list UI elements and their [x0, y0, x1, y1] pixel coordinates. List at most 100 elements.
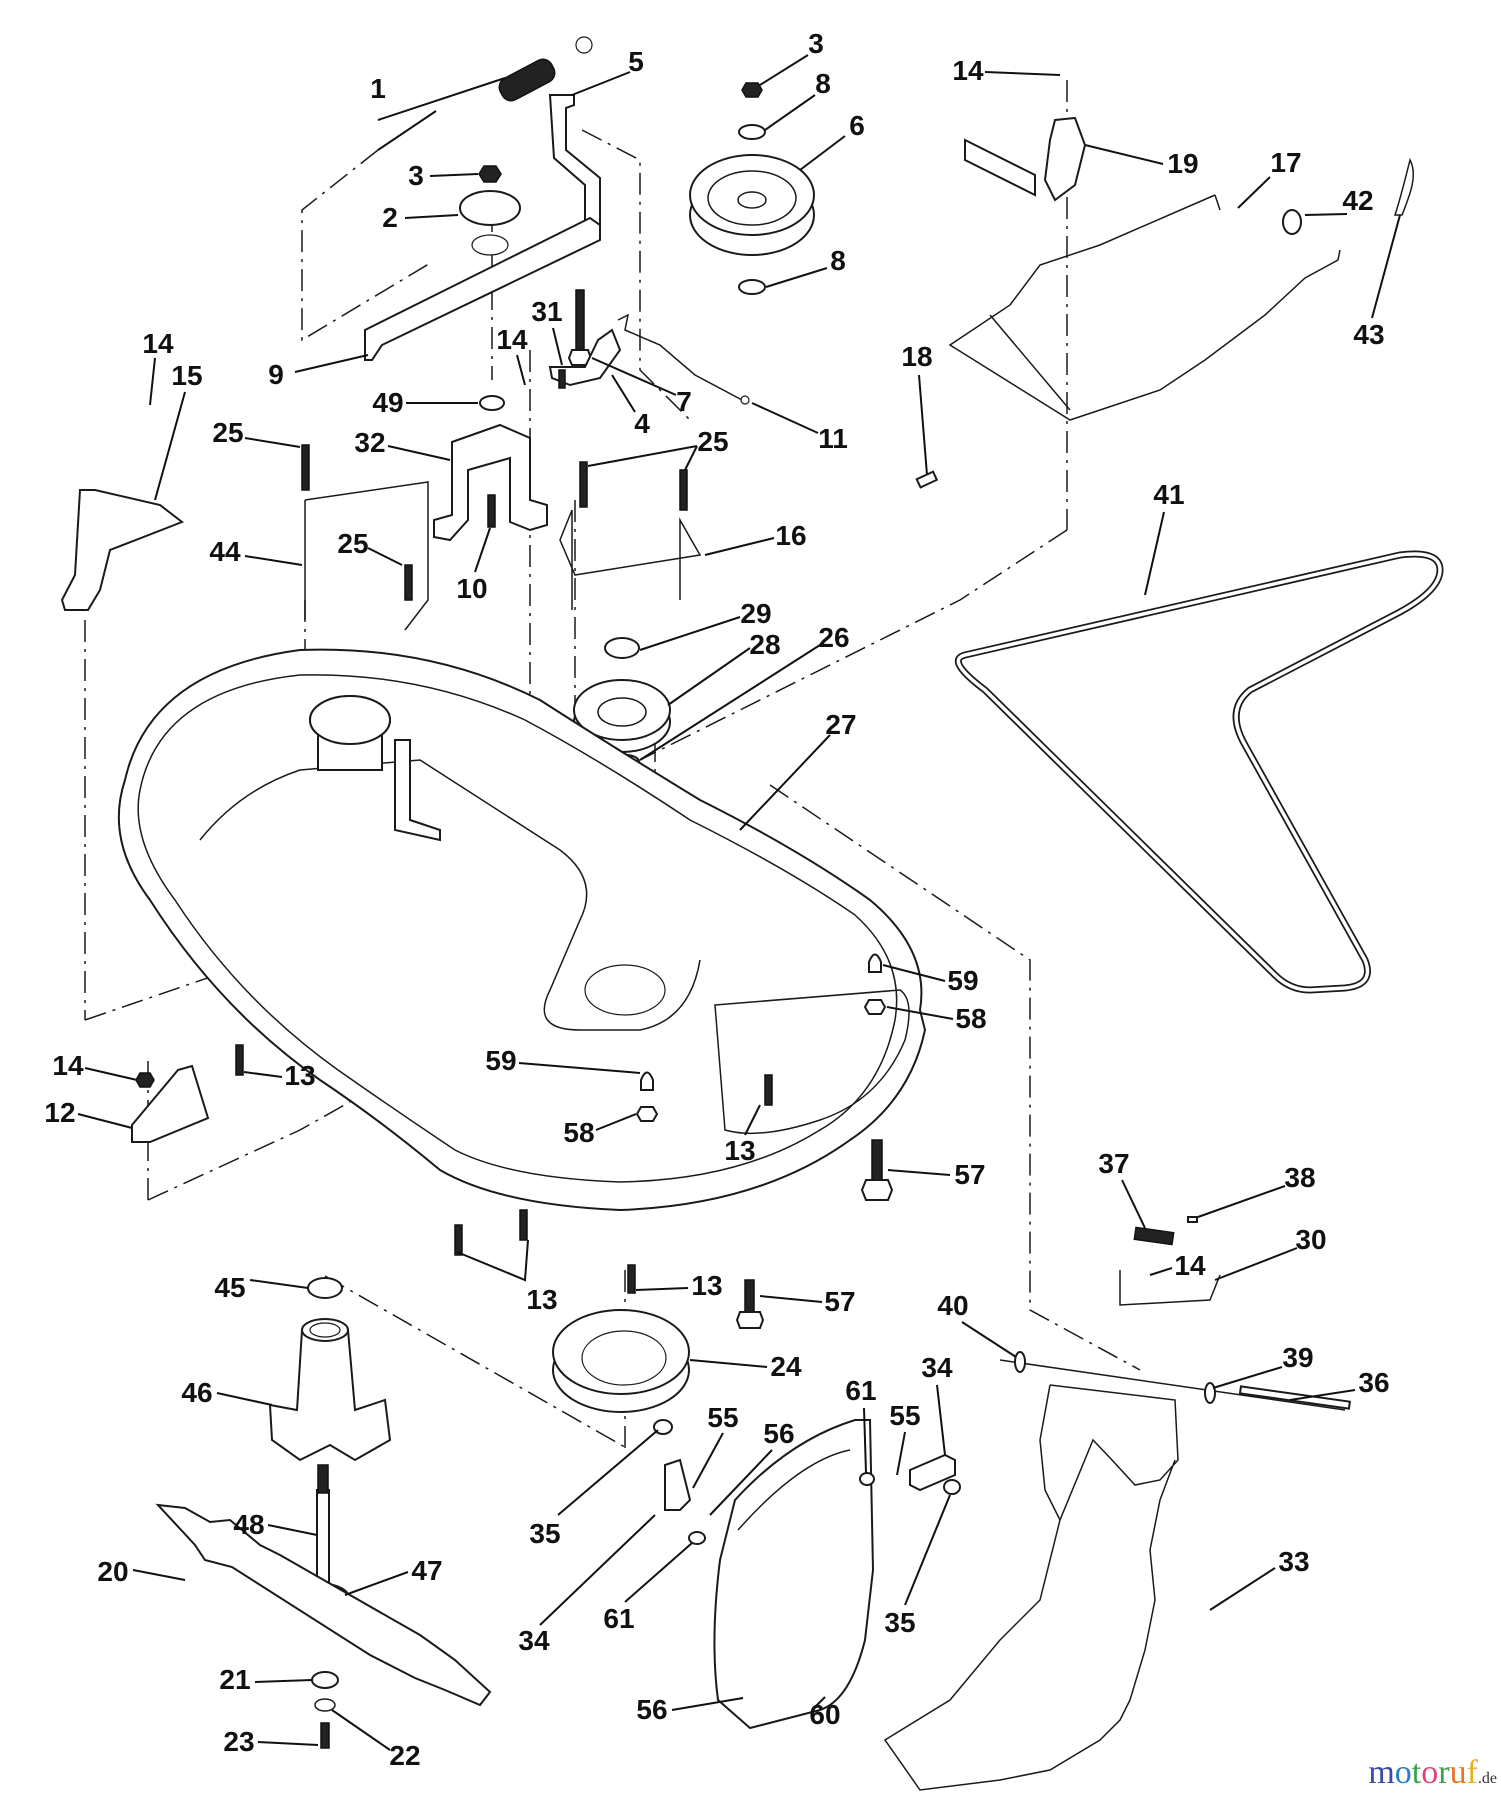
callout-35[interactable]: 35	[884, 1607, 916, 1638]
callout-14[interactable]: 14	[52, 1050, 84, 1081]
callout-14[interactable]: 14	[1174, 1250, 1206, 1281]
callout-2[interactable]: 2	[382, 202, 398, 233]
callout-56[interactable]: 56	[636, 1694, 668, 1725]
callout-22[interactable]: 22	[389, 1740, 421, 1771]
callout-27[interactable]: 27	[825, 709, 857, 740]
callout-13[interactable]: 13	[526, 1284, 558, 1315]
callout-26[interactable]: 26	[818, 622, 850, 653]
callout-17[interactable]: 17	[1270, 147, 1302, 178]
part-40-washer	[1014, 1351, 1026, 1373]
callout-38[interactable]: 38	[1284, 1162, 1316, 1193]
part-23-bolt	[320, 1722, 330, 1749]
callout-46[interactable]: 46	[181, 1377, 213, 1408]
part-38-pin	[1187, 1216, 1198, 1223]
watermark-letter: t	[1411, 1754, 1422, 1791]
callout-49[interactable]: 49	[372, 387, 404, 418]
callout-10[interactable]: 10	[456, 573, 488, 604]
callout-56[interactable]: 56	[763, 1418, 795, 1449]
part-32-bracket	[433, 423, 548, 542]
part-39-washer	[1204, 1382, 1216, 1404]
callout-1[interactable]: 1	[370, 73, 386, 104]
callout-8[interactable]: 8	[815, 68, 831, 99]
part-18-pin	[915, 470, 939, 489]
part-44-belt-guard	[304, 481, 429, 631]
callout-12[interactable]: 12	[44, 1097, 76, 1128]
callout-58[interactable]: 58	[563, 1117, 595, 1148]
callout-30[interactable]: 30	[1295, 1224, 1327, 1255]
callout-leader-lines	[77, 54, 1401, 1751]
callout-13[interactable]: 13	[724, 1135, 756, 1166]
callout-36[interactable]: 36	[1358, 1367, 1390, 1398]
callout-59[interactable]: 59	[947, 965, 979, 996]
callout-32[interactable]: 32	[354, 427, 386, 458]
callout-14[interactable]: 14	[142, 328, 174, 359]
callout-29[interactable]: 29	[740, 598, 772, 629]
callout-19[interactable]: 19	[1167, 148, 1199, 179]
part-61-washer	[859, 1472, 875, 1486]
callout-48[interactable]: 48	[233, 1509, 265, 1540]
part-12-bracket	[131, 1064, 210, 1143]
callout-7[interactable]: 7	[676, 386, 692, 417]
callout-34[interactable]: 34	[518, 1625, 550, 1656]
callout-15[interactable]: 15	[171, 360, 203, 391]
callout-21[interactable]: 21	[219, 1664, 251, 1695]
callout-61[interactable]: 61	[845, 1375, 877, 1406]
callout-60[interactable]: 60	[809, 1699, 841, 1730]
callout-25[interactable]: 25	[697, 426, 729, 457]
callout-3[interactable]: 3	[808, 28, 824, 59]
callout-9[interactable]: 9	[268, 359, 284, 390]
callout-57[interactable]: 57	[824, 1286, 856, 1317]
callout-18[interactable]: 18	[901, 341, 933, 372]
callout-4[interactable]: 4	[634, 408, 650, 439]
callout-24[interactable]: 24	[770, 1351, 802, 1382]
callout-57[interactable]: 57	[954, 1159, 986, 1190]
callout-59[interactable]: 59	[485, 1045, 517, 1076]
part-57-bolt	[860, 1139, 894, 1201]
part-25-bolt	[579, 461, 588, 508]
callout-3[interactable]: 3	[408, 160, 424, 191]
callout-28[interactable]: 28	[749, 629, 781, 660]
callout-13[interactable]: 13	[691, 1270, 723, 1301]
callout-25[interactable]: 25	[212, 417, 244, 448]
callout-25[interactable]: 25	[337, 528, 369, 559]
part-5-lever	[548, 94, 601, 237]
callout-55[interactable]: 55	[889, 1400, 921, 1431]
part-11-rod	[617, 313, 743, 401]
part-41-belt	[954, 550, 1444, 994]
part-9-idler-arm	[364, 216, 601, 361]
part-61-washer	[688, 1531, 706, 1545]
callout-40[interactable]: 40	[937, 1290, 969, 1321]
callout-47[interactable]: 47	[411, 1555, 443, 1586]
callout-13[interactable]: 13	[284, 1060, 316, 1091]
part-22-washer	[314, 1698, 336, 1712]
callout-44[interactable]: 44	[209, 536, 241, 567]
callout-14[interactable]: 14	[952, 55, 984, 86]
callout-39[interactable]: 39	[1282, 1342, 1314, 1373]
callout-55[interactable]: 55	[707, 1402, 739, 1433]
callout-31[interactable]: 31	[531, 296, 563, 327]
callout-35[interactable]: 35	[529, 1518, 561, 1549]
callout-14[interactable]: 14	[496, 324, 528, 355]
callout-20[interactable]: 20	[97, 1556, 129, 1587]
callout-45[interactable]: 45	[214, 1272, 246, 1303]
callout-42[interactable]: 42	[1342, 185, 1374, 216]
part-34-link	[664, 1458, 692, 1511]
part-17-bail	[948, 194, 1341, 421]
callout-6[interactable]: 6	[849, 110, 865, 141]
part-3-nut	[478, 165, 502, 183]
callout-61[interactable]: 61	[603, 1603, 635, 1634]
callout-58[interactable]: 58	[955, 1003, 987, 1034]
callout-41[interactable]: 41	[1153, 479, 1185, 510]
callout-8[interactable]: 8	[830, 245, 846, 276]
callout-16[interactable]: 16	[775, 520, 807, 551]
callout-23[interactable]: 23	[223, 1726, 255, 1757]
callout-33[interactable]: 33	[1278, 1546, 1310, 1577]
callout-37[interactable]: 37	[1098, 1148, 1130, 1179]
callout-11[interactable]: 11	[818, 423, 848, 454]
watermark-letter: r	[1438, 1754, 1450, 1791]
callout-43[interactable]: 43	[1353, 319, 1385, 350]
callout-34[interactable]: 34	[921, 1352, 953, 1383]
part-2-washer	[459, 190, 521, 226]
callout-5[interactable]: 5	[628, 46, 644, 77]
part-48-shaft	[316, 1464, 330, 1591]
